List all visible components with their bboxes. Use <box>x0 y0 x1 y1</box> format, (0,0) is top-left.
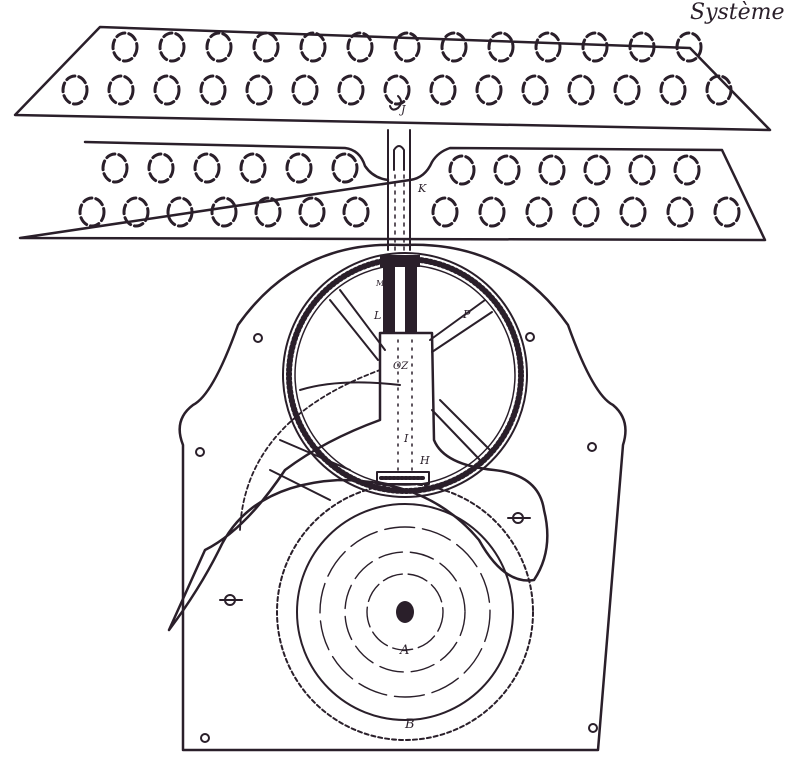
label-A: A <box>400 643 410 658</box>
frame-body <box>178 243 627 752</box>
hole-icon <box>705 74 733 106</box>
hole-icon <box>521 74 549 106</box>
lower-plate-holes <box>78 152 741 228</box>
upper-plate-holes <box>61 31 733 106</box>
hole-icon <box>158 31 186 63</box>
hole-icon <box>193 152 221 184</box>
hole-icon <box>298 196 326 228</box>
hole-icon <box>431 196 459 228</box>
upper-plate <box>13 25 772 132</box>
hole-icon <box>487 31 515 63</box>
hole-icon <box>534 31 562 63</box>
center-mark: OZ <box>393 361 409 372</box>
central-stem <box>387 129 411 251</box>
hole-icon <box>478 196 506 228</box>
hole-icon <box>147 152 175 184</box>
hole-icon <box>245 74 273 106</box>
hole-icon <box>393 31 421 63</box>
hole-icon <box>166 196 194 228</box>
hole-icon <box>111 31 139 63</box>
rack-pinion <box>380 255 420 332</box>
hole-icon <box>205 31 233 63</box>
label-I: I <box>404 432 409 445</box>
hole-icon <box>122 196 150 228</box>
hole-icon <box>153 74 181 106</box>
spring-barrel-A <box>319 526 491 698</box>
hole-icon <box>666 196 694 228</box>
hole-icon <box>659 74 687 106</box>
hole-icon <box>78 196 106 228</box>
screw-icon <box>507 512 531 524</box>
hole-icon <box>331 152 359 184</box>
label-K: K <box>418 182 427 195</box>
hole-icon <box>291 74 319 106</box>
hole-icon <box>342 196 370 228</box>
hole-icon <box>567 74 595 106</box>
hole-icon <box>239 152 267 184</box>
screw-icon <box>219 594 243 606</box>
label-B: B <box>405 717 415 732</box>
label-P: P <box>463 308 471 321</box>
hole-icon <box>299 31 327 63</box>
hole-icon <box>713 196 741 228</box>
hole-icon <box>613 74 641 106</box>
hole-icon <box>254 196 282 228</box>
hole-icon <box>285 152 313 184</box>
hole-icon <box>538 154 566 186</box>
hole-icon <box>101 152 129 184</box>
hole-icon <box>448 154 476 186</box>
title-word: Système <box>690 0 785 25</box>
hole-icon <box>337 74 365 106</box>
label-H: H <box>420 454 430 467</box>
hole-icon <box>475 74 503 106</box>
label-L: L <box>374 309 382 322</box>
hole-icon <box>429 74 457 106</box>
hole-icon <box>572 196 600 228</box>
label-J: J <box>401 103 406 116</box>
hole-icon <box>252 31 280 63</box>
hole-icon <box>440 31 468 63</box>
lever-arm <box>167 331 549 632</box>
hole-icon <box>581 31 609 63</box>
hole-icon <box>525 196 553 228</box>
hole-icon <box>619 196 647 228</box>
hole-icon <box>493 154 521 186</box>
hole-icon <box>61 74 89 106</box>
label-M: M <box>376 279 385 288</box>
hole-icon <box>383 74 411 106</box>
hole-icon <box>346 31 374 63</box>
hole-icon <box>628 154 656 186</box>
hole-icon <box>107 74 135 106</box>
lower-plate <box>18 140 767 242</box>
hole-icon <box>199 74 227 106</box>
hole-icon <box>583 154 611 186</box>
hole-icon <box>673 154 701 186</box>
hole-icon <box>210 196 238 228</box>
hole-icon <box>628 31 656 63</box>
hole-icon <box>675 31 703 63</box>
